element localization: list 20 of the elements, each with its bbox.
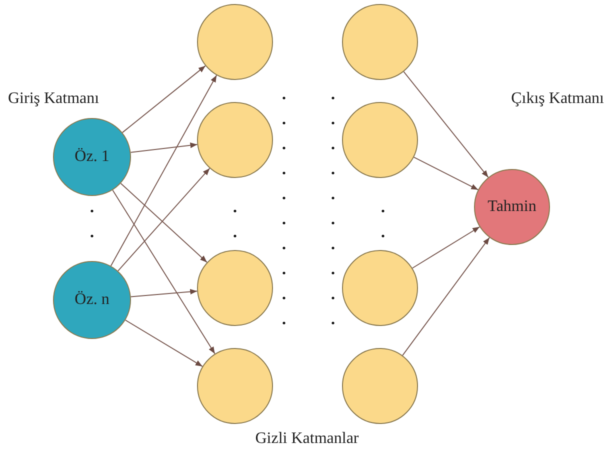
node-label: Öz. n <box>74 291 110 309</box>
arrow <box>402 237 490 356</box>
arrow <box>120 182 208 263</box>
arrow <box>122 65 206 134</box>
arrow <box>110 74 218 266</box>
arrow <box>112 190 216 354</box>
layer-label: Giriş Katmanı <box>8 90 100 108</box>
arrow <box>130 142 198 153</box>
layer-label: Gizli Katmanlar <box>255 430 359 448</box>
layer-label: Çıkış Katmanı <box>511 90 604 108</box>
arrow <box>412 226 480 269</box>
arrow <box>413 156 479 190</box>
node-label: Öz. 1 <box>74 148 110 166</box>
arrow <box>403 71 489 178</box>
node-label: Tahmin <box>488 198 536 216</box>
arrow <box>130 288 198 298</box>
arrow <box>124 320 203 367</box>
arrow <box>118 168 210 272</box>
neuron-circle <box>474 169 550 245</box>
neuron-circle <box>197 102 273 178</box>
